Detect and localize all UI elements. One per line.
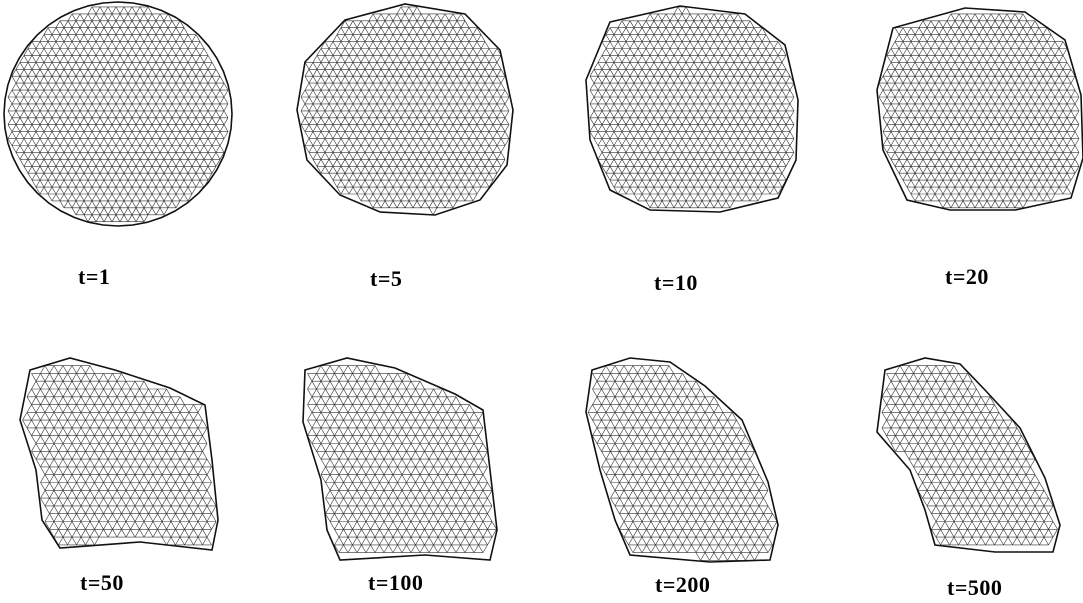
mesh-wireframe	[20, 358, 218, 550]
panel-label-t500: t=500	[947, 575, 1002, 601]
panel-t100: t=100	[285, 350, 525, 580]
mesh-wireframe	[297, 4, 513, 215]
mesh-t50	[0, 350, 240, 580]
panel-t1: t=1	[0, 0, 240, 230]
panel-label-t50: t=50	[80, 570, 124, 596]
mesh-edges	[588, 366, 777, 561]
mesh-wireframe	[586, 358, 778, 562]
panel-label-t1: t=1	[78, 264, 110, 290]
mesh-edges	[882, 366, 1058, 545]
mesh-t20	[855, 0, 1083, 230]
mesh-wireframe	[877, 8, 1083, 210]
panel-label-t100: t=100	[368, 570, 423, 596]
mesh-edges	[8, 7, 228, 222]
mesh-t5	[285, 0, 525, 230]
panel-t20: t=20	[855, 0, 1083, 230]
mesh-wireframe	[303, 358, 497, 560]
mesh-wireframe	[4, 2, 232, 226]
mesh-edges	[301, 7, 509, 215]
mesh-edges	[879, 14, 1079, 208]
mesh-edges	[590, 7, 794, 208]
mesh-outline	[877, 8, 1083, 210]
panel-t500: t=500	[855, 350, 1083, 580]
panel-label-t5: t=5	[370, 266, 402, 292]
panel-label-t20: t=20	[945, 264, 989, 290]
mesh-edges	[308, 366, 497, 553]
mesh-t1	[0, 0, 240, 230]
mesh-edges	[23, 366, 217, 545]
panel-label-t200: t=200	[655, 572, 710, 598]
panel-label-t10: t=10	[654, 270, 698, 296]
panel-t10: t=10	[570, 0, 810, 230]
panel-t5: t=5	[285, 0, 525, 230]
mesh-t200	[570, 350, 810, 580]
mesh-t10	[570, 0, 810, 230]
mesh-t100	[285, 350, 525, 580]
panel-t50: t=50	[0, 350, 240, 580]
panel-t200: t=200	[570, 350, 810, 580]
mesh-outline	[586, 6, 798, 212]
mesh-wireframe	[877, 358, 1060, 552]
mesh-t500	[855, 350, 1083, 580]
mesh-wireframe	[586, 6, 798, 212]
